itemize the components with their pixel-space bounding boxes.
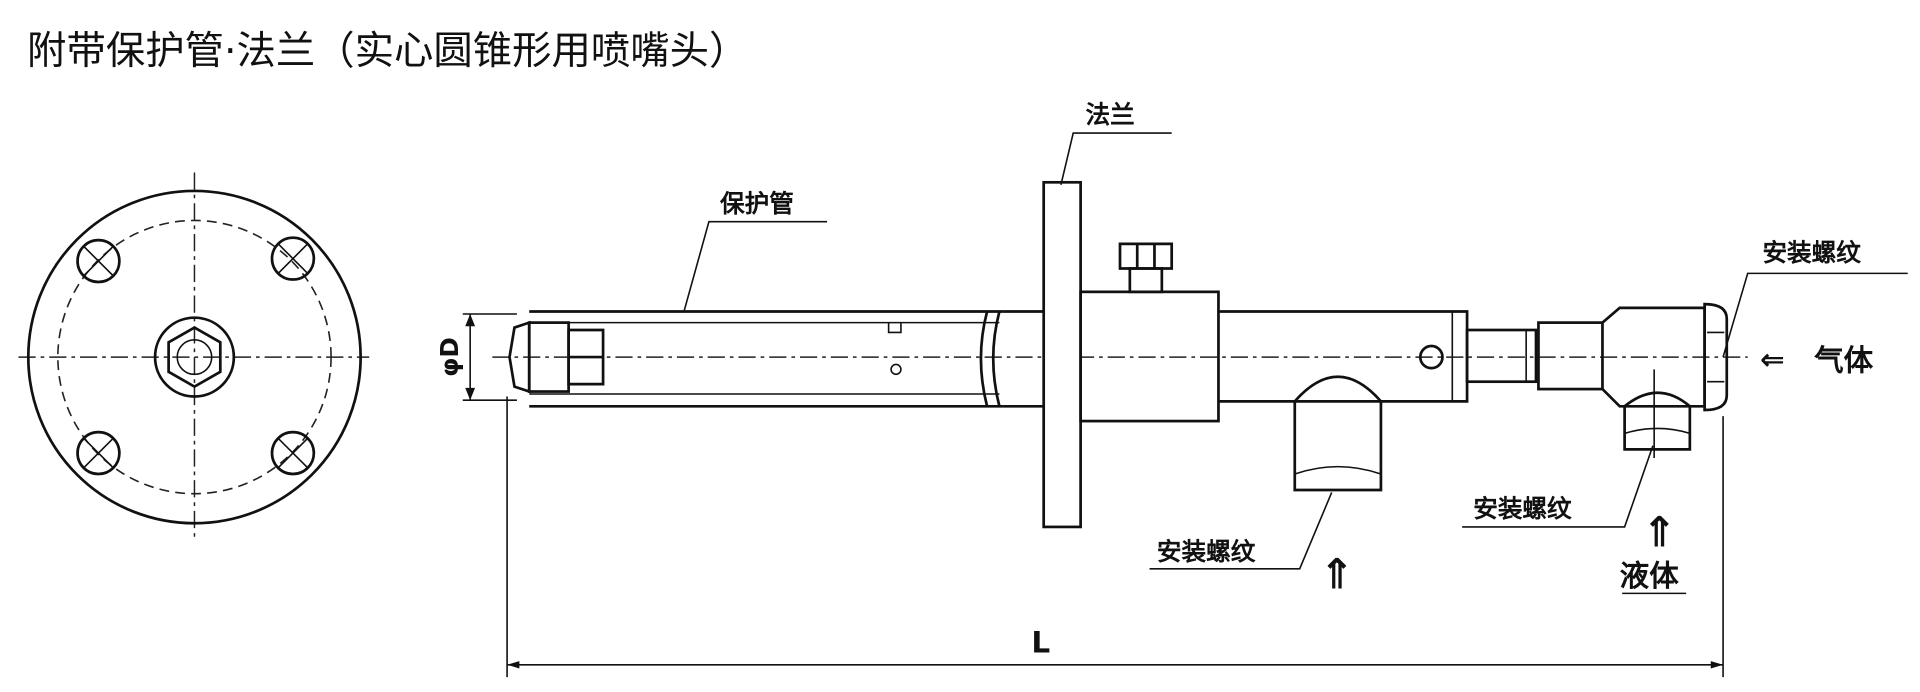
flange-front-view bbox=[18, 172, 370, 542]
bolt-hole bbox=[76, 238, 121, 284]
bolt-hole bbox=[76, 430, 121, 476]
nozzle-head-outline bbox=[153, 316, 236, 398]
thread-label-top-right: 安装螺纹 bbox=[1762, 238, 1861, 267]
liquid-arrow-icon-left: ⇑ bbox=[1319, 549, 1354, 598]
flange-label: 法兰 bbox=[1086, 100, 1135, 129]
bolt-hole bbox=[270, 430, 316, 476]
diagram-title: 附带保护管·法兰（实心圆锥形用喷嘴头） bbox=[27, 28, 748, 74]
thread-label-bottom: 安装螺纹 bbox=[1157, 537, 1256, 566]
gas-label: 气体 bbox=[1814, 344, 1874, 378]
bolt-hole bbox=[270, 236, 316, 281]
thread-label-lower-right: 安装螺纹 bbox=[1473, 494, 1572, 523]
protection-pipe-label: 保护管 bbox=[719, 189, 794, 218]
diameter-dimension: φD bbox=[435, 313, 517, 401]
side-view bbox=[492, 180, 1748, 529]
length-dimension: L bbox=[506, 396, 1724, 678]
liquid-label: 液体 bbox=[1620, 559, 1680, 593]
gas-arrow-icon: ⇐ bbox=[1760, 342, 1785, 376]
diameter-label: φD bbox=[435, 337, 464, 377]
length-label: L bbox=[1031, 625, 1050, 659]
flange bbox=[1042, 180, 1082, 529]
liquid-arrow-icon-right: ⇑ bbox=[1642, 508, 1677, 557]
